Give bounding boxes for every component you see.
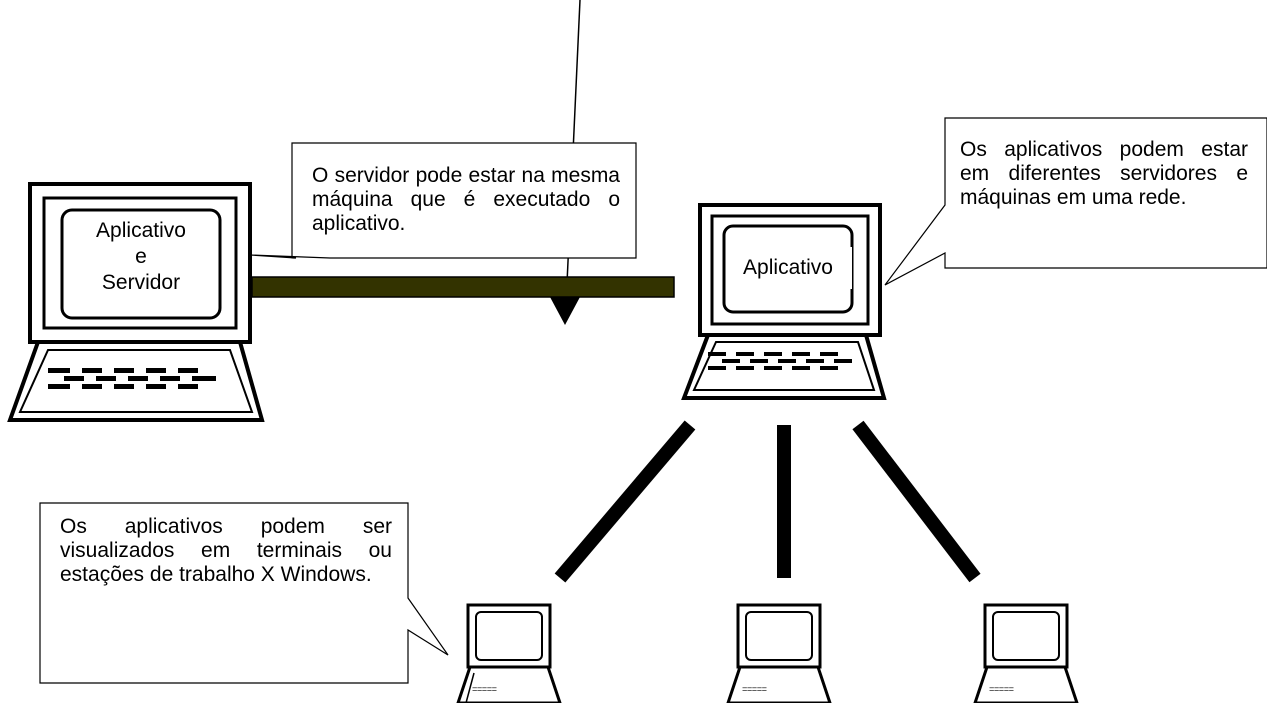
callout-same-machine-text: O servidor pode estar na mesma máquina q… — [312, 164, 620, 235]
callout-terminals-text: Os aplicativos podem ser visualizados em… — [60, 515, 392, 586]
computer-app-host — [681, 203, 887, 400]
terminal-3: ===== — [972, 603, 1080, 705]
main-server-label-line-3: Servidor — [101, 271, 181, 294]
main-server-label-line-2: e — [135, 245, 147, 268]
svg-text:=====: ===== — [742, 685, 767, 695]
svg-text:=====: ===== — [989, 685, 1014, 695]
arrow-head — [550, 297, 580, 325]
terminal-2: ===== — [725, 603, 833, 705]
svg-text:=====: ===== — [472, 685, 497, 695]
network-link-left — [554, 420, 696, 583]
terminal-1: ===== — [455, 603, 563, 705]
main-server-screen-label: Aplicativo e Servidor — [62, 218, 220, 296]
callout-terminals-border — [39, 502, 449, 684]
computer-main-server — [7, 182, 265, 422]
main-server-label-line-1: Aplicativo — [96, 219, 186, 242]
callout-different-servers-border — [884, 117, 1267, 286]
connector-bar — [251, 276, 675, 298]
callout-different-servers-text: Os aplicativos podem estar em diferentes… — [960, 138, 1248, 209]
app-host-screen-label: Aplicativo — [743, 256, 833, 279]
callout-same-machine-border — [249, 142, 637, 259]
network-link-right — [852, 420, 981, 583]
